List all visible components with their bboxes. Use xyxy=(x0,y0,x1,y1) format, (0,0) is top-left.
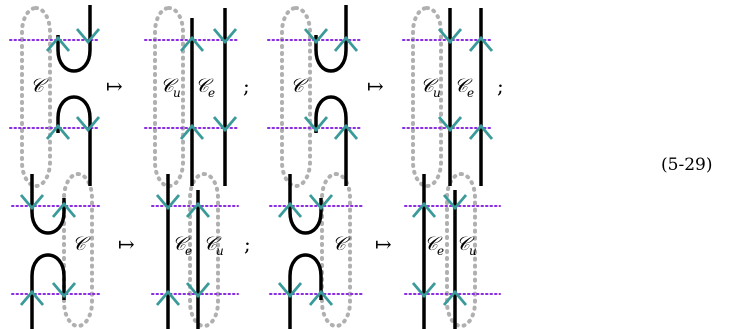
tick-marker xyxy=(212,28,238,45)
maps-to-arrow: ↦ xyxy=(118,232,135,256)
maps-to-arrow: ↦ xyxy=(367,74,384,98)
tick-marker xyxy=(308,289,334,306)
tick-marker xyxy=(468,35,494,52)
tick-marker xyxy=(303,116,329,133)
tick-marker xyxy=(179,123,205,140)
strand xyxy=(288,253,323,329)
tick-marker xyxy=(45,123,71,140)
tick-marker xyxy=(51,201,77,218)
region-label-c: 𝒞 xyxy=(30,75,49,97)
tick-marker xyxy=(277,201,303,218)
region-outline xyxy=(62,172,94,328)
strand xyxy=(30,253,66,329)
tick-marker xyxy=(212,116,238,133)
region-label-c: 𝒞 xyxy=(72,233,91,255)
tick-marker xyxy=(333,35,359,52)
separator: ; xyxy=(243,74,250,98)
region-label-left-sub: u xyxy=(173,86,181,100)
tick-marker xyxy=(155,289,181,306)
tick-marker xyxy=(51,282,77,299)
maps-to-arrow: ↦ xyxy=(106,74,123,98)
tick-marker xyxy=(185,201,211,218)
tick-marker xyxy=(75,116,101,133)
tick-marker xyxy=(179,35,205,52)
tick-marker xyxy=(185,282,211,299)
tick-marker xyxy=(442,289,468,306)
strand xyxy=(314,5,348,73)
tick-marker xyxy=(308,194,334,211)
tick-marker xyxy=(303,28,329,45)
strand xyxy=(30,174,66,235)
tick-marker xyxy=(75,28,101,45)
tick-marker xyxy=(468,123,494,140)
maps-to-arrow: ↦ xyxy=(375,232,392,256)
tick-marker xyxy=(411,201,437,218)
region-label-right-sub: u xyxy=(216,244,224,258)
region-label-left-sub: u xyxy=(433,86,441,100)
region-outline xyxy=(20,6,52,188)
region-label-c: 𝒞 xyxy=(290,75,309,97)
strand xyxy=(288,174,323,235)
tick-marker xyxy=(437,116,463,133)
tick-marker xyxy=(19,194,45,211)
strand xyxy=(56,5,92,73)
separator: ; xyxy=(497,74,504,98)
equation-number: (5-29) xyxy=(661,155,712,175)
region-label-right-sub: e xyxy=(467,86,474,100)
region-outline xyxy=(445,172,477,328)
region-outline xyxy=(411,6,443,188)
region-label-left-sub: e xyxy=(437,244,444,258)
region-outline xyxy=(188,172,220,328)
region-label-right-sub: e xyxy=(208,86,215,100)
strand xyxy=(56,95,92,186)
separator: ; xyxy=(244,232,251,256)
region-outline xyxy=(320,172,352,328)
strand xyxy=(314,95,348,186)
tick-marker xyxy=(19,289,45,306)
region-label-left-sub: e xyxy=(185,244,192,258)
region-label-right-sub: u xyxy=(469,244,477,258)
tick-marker xyxy=(437,28,463,45)
region-outline xyxy=(280,6,312,188)
tick-marker xyxy=(333,123,359,140)
tick-marker xyxy=(411,282,437,299)
tick-marker xyxy=(155,194,181,211)
tick-marker xyxy=(45,35,71,52)
tick-marker xyxy=(442,194,468,211)
tick-marker xyxy=(277,282,303,299)
